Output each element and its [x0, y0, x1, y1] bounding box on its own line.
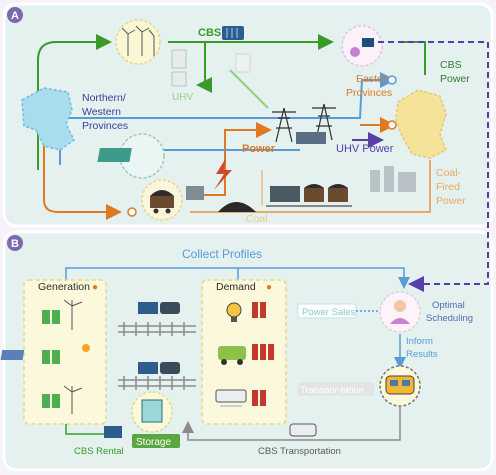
- solar-panel-icon: [97, 148, 132, 162]
- generation-box: [23, 279, 107, 425]
- battery-icon-east: [362, 38, 374, 47]
- eastern-label-2: Provinces: [346, 87, 392, 99]
- panel-b-marker: B: [11, 238, 19, 250]
- collect-profiles-bracket: [65, 267, 410, 289]
- green-light-branch: [229, 69, 269, 109]
- coal-fired-label-3: Power: [436, 195, 466, 207]
- battery-icon-rail-1: [138, 302, 158, 314]
- blue-line-right: [300, 72, 396, 119]
- northern-western-map: [21, 87, 75, 151]
- coal-pile-icon: [218, 202, 256, 212]
- green-uhv-branch: [196, 42, 212, 93]
- coal-label: Coal: [246, 213, 268, 225]
- northern-western-label-2: Western: [82, 106, 121, 118]
- cbs-rental-label: CBS Rental: [74, 446, 124, 457]
- coal-fired-plant-icon: [370, 166, 416, 192]
- generation-row-2: [0, 344, 90, 364]
- optimal-label-2: Scheduling: [426, 313, 473, 324]
- scheduler-person-icon: [390, 300, 410, 324]
- train-icon-rail-1: [160, 302, 180, 314]
- building-icon: [350, 47, 360, 57]
- panel-a-marker-badge: [7, 7, 23, 23]
- cbs-rental-line: [65, 424, 110, 435]
- light-bulb-icon: [226, 302, 242, 322]
- faded-cabinet-icon-2: [171, 71, 187, 87]
- demand-person-icon: ●: [266, 282, 272, 293]
- faded-cabinet-icon-3: [235, 53, 251, 73]
- demand-battery-icons-2: [252, 344, 274, 360]
- optimal-label-1: Optimal: [432, 300, 465, 311]
- cbs-label-top: CBS: [198, 27, 221, 39]
- northern-western-label-1: Northern/: [82, 92, 126, 104]
- generation-person-icon: ●: [92, 282, 98, 293]
- coal-fired-label-2: Fired: [436, 181, 460, 193]
- battery-icon-rental: [104, 426, 122, 438]
- rail-track-bottom: [118, 376, 196, 390]
- small-plant-icon: [186, 186, 204, 200]
- air-conditioner-icon: [215, 389, 247, 407]
- solar-plant-circle: [119, 133, 165, 179]
- train-icon-transport: [289, 423, 317, 437]
- transportation-label: Transpor-tation: [300, 385, 364, 396]
- cbs-power-label-2: Power: [440, 73, 470, 85]
- storage-building-icon: [141, 399, 163, 423]
- uhv-power-label: UHV Power: [336, 143, 394, 155]
- inform-label-1: Inform: [406, 336, 433, 347]
- electric-vehicle-icon: [218, 346, 246, 365]
- demand-battery-icons-3: [252, 390, 266, 406]
- transportation-box: [298, 382, 374, 396]
- cbs-power-label-1: CBS: [440, 59, 462, 71]
- wind-turbine-icon: [121, 25, 155, 56]
- power-sales-label: Power Sales: [302, 307, 356, 318]
- generation-label: Generation: [38, 281, 90, 293]
- eastern-label-1: Eastern: [356, 73, 392, 85]
- panel-b-marker-badge: [7, 235, 23, 251]
- cbs-transport-line: [182, 406, 401, 441]
- cbs-transportation-label: CBS Transportation: [258, 446, 341, 457]
- panel-a-marker: A: [11, 10, 19, 22]
- inform-label-2: Results: [406, 349, 438, 360]
- green-loop-top: [37, 34, 112, 170]
- transmission-tower-icon: [272, 103, 336, 143]
- battery-container-icon-top: [222, 26, 244, 40]
- storage-tag: [132, 434, 180, 448]
- lightning-icon: [214, 158, 232, 190]
- coal-fired-label-1: Coal-: [436, 167, 462, 179]
- power-label: Power: [242, 143, 276, 155]
- storage-label: Storage: [136, 437, 171, 448]
- rail-track-top: [118, 322, 196, 336]
- faded-cabinet-icon-1: [171, 49, 187, 69]
- eastern-node-orange: [387, 120, 397, 130]
- demand-battery-icons-1: [252, 302, 266, 318]
- demand-label: Demand: [216, 281, 256, 293]
- generation-row-3: [42, 385, 83, 414]
- substation-icon: [296, 132, 326, 144]
- coal-node: [127, 207, 137, 217]
- eastern-map: [395, 89, 447, 159]
- coal-cart-icon: [150, 196, 174, 208]
- wind-farm-circle: [115, 19, 161, 65]
- orange-loop-bottom: [43, 140, 122, 220]
- eastern-node-blue: [387, 75, 397, 85]
- battery-icon-rail-2: [138, 362, 158, 374]
- uhv-small-label: UHV: [172, 92, 193, 103]
- collect-profiles-label: Collect Profiles: [182, 247, 262, 261]
- generation-row-1: [42, 299, 83, 330]
- train-icon-rail-2: [160, 362, 180, 374]
- coal-train-icon: [266, 184, 352, 207]
- northern-western-label-3: Provinces: [82, 120, 128, 132]
- dashed-feedback-line: [378, 41, 489, 292]
